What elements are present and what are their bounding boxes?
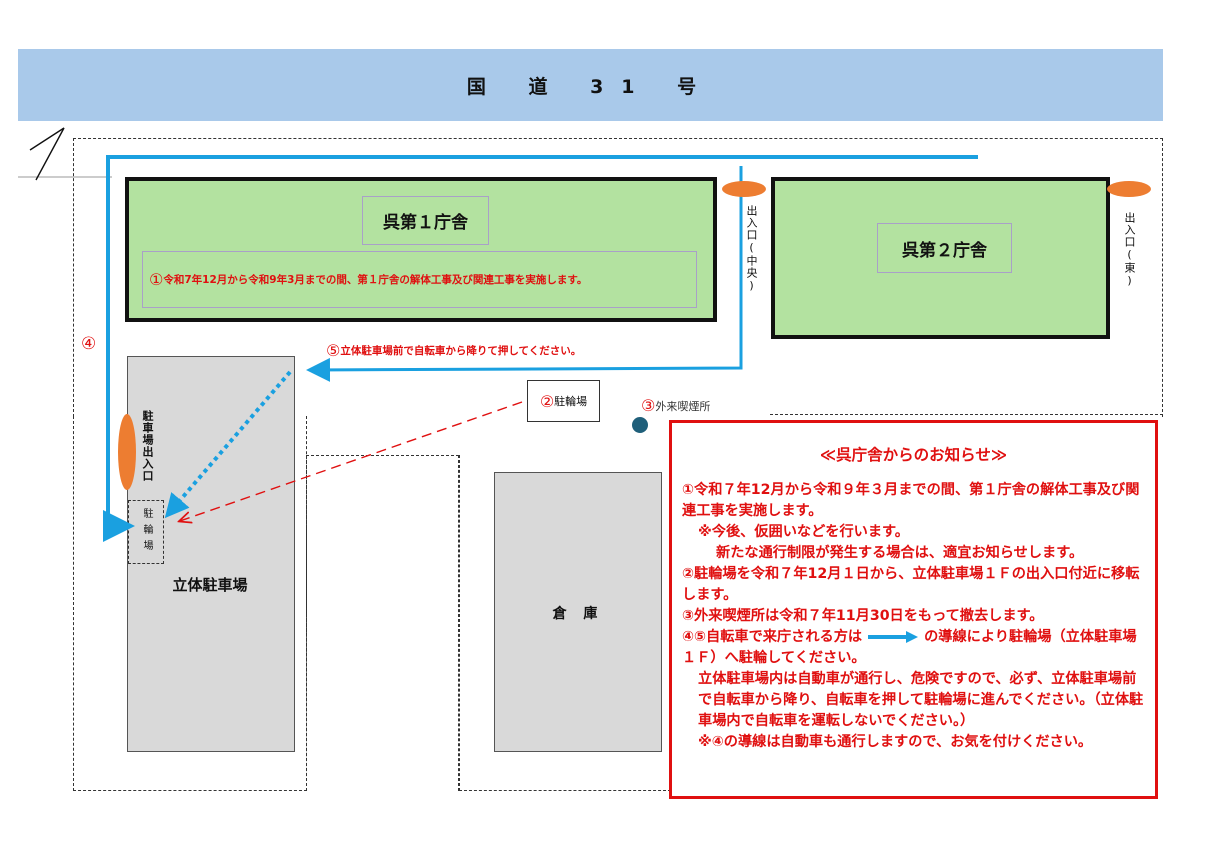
- note-2-text: 駐輪場: [554, 395, 588, 408]
- notice-line-1: ①令和７年12月から令和９年３月までの間、第１庁舎の解体工事及び関連工事を実施し…: [682, 482, 1140, 519]
- notice-line-8: ※④の導線は自動車も通行しますので、お気を付けください。: [698, 734, 1093, 750]
- warehouse-label: 倉 庫: [552, 606, 604, 622]
- route-arrow-icon: [868, 631, 919, 643]
- note-5-label: ⑤ 立体駐車場前で自転車から降りて押してください。: [326, 341, 581, 360]
- bike-parking-current: ② 駐輪場: [527, 380, 600, 422]
- notice-line-2: ※今後、仮囲いなどを行います。: [698, 524, 909, 540]
- warehouse: [494, 472, 662, 752]
- note-1-number: ①: [149, 270, 164, 289]
- site-boundary-south: [459, 455, 671, 791]
- entrance-center-label: 出入口(中央): [745, 205, 758, 293]
- smoking-area-marker: [632, 417, 648, 433]
- notice-line-4: ②駐輪場を令和７年12月１日から、立体駐車場１Ｆの出入口付近に移転します。: [682, 566, 1140, 603]
- building-2-label: 呉第２庁舎: [877, 223, 1012, 273]
- entrance-center-marker: [722, 181, 766, 197]
- note-2-number: ②: [539, 391, 555, 411]
- notice-title: ≪呉庁舎からのお知らせ≫: [819, 446, 1008, 464]
- entrance-east-label: 出入口(東): [1123, 212, 1136, 288]
- route-5-line: [306, 166, 743, 382]
- note-5-text: 立体駐車場前で自転車から降りて押してください。: [340, 345, 582, 357]
- notice-line-6b: の導線により駐輪場（立体駐車場１Ｆ）へ駐輪してください。: [682, 629, 1137, 666]
- note-1-text: 令和7年12月から令和9年3月までの間、第１庁舎の解体工事及び関連工事を実施しま…: [163, 274, 588, 286]
- notice-line-6a: ④⑤自転車で来庁される方は: [682, 629, 863, 645]
- note-4-number: ④: [81, 334, 97, 354]
- site-boundary-east-strip: [770, 414, 1163, 418]
- entrance-east-marker: [1107, 181, 1151, 197]
- site-boundary-center: [306, 455, 459, 791]
- national-route-31: 国 道 31 号: [18, 49, 1163, 121]
- route-4-line: [103, 155, 978, 542]
- note-3-number: ③: [641, 396, 656, 415]
- site-boundary-north: [73, 138, 1163, 417]
- note-3-text: 外来喫煙所: [655, 399, 711, 413]
- bike-parking-new-label: 駐輪場: [141, 508, 152, 556]
- parking-entrance-marker: [118, 414, 136, 490]
- notice-line-5: ③外来喫煙所は令和７年11月30日をもって撤去します。: [682, 608, 1044, 624]
- note-1-box: ① 令和7年12月から令和9年3月までの間、第１庁舎の解体工事及び関連工事を実施…: [142, 251, 697, 308]
- north-arrow-icon: [18, 127, 112, 181]
- notice-line-3: 新たな通行制限が発生する場合は、適宜お知らせします。: [716, 545, 1084, 561]
- notice-box: ≪呉庁舎からのお知らせ≫ ①令和７年12月から令和９年３月までの間、第１庁舎の解…: [669, 420, 1158, 799]
- building-1-label: 呉第１庁舎: [362, 196, 489, 245]
- notice-line-7: 立体駐車場内は自動車が通行し、危険ですので、必ず、立体駐車場前で自転車から降り、…: [698, 671, 1144, 729]
- parking-entrance-label: 駐車場出入口: [141, 410, 154, 482]
- bike-parking-move-arrow: [180, 401, 523, 521]
- route-5-dotted-line: [164, 370, 292, 519]
- parking-structure-label: 立体駐車場: [172, 576, 248, 594]
- parking-structure: [127, 356, 295, 752]
- notice-line-6: ④⑤自転車で来庁される方はの導線により駐輪場（立体駐車場１Ｆ）へ駐輪してください…: [682, 627, 1145, 669]
- smoking-area-label: ③ 外来喫煙所: [641, 396, 710, 415]
- note-5-number: ⑤: [326, 341, 341, 360]
